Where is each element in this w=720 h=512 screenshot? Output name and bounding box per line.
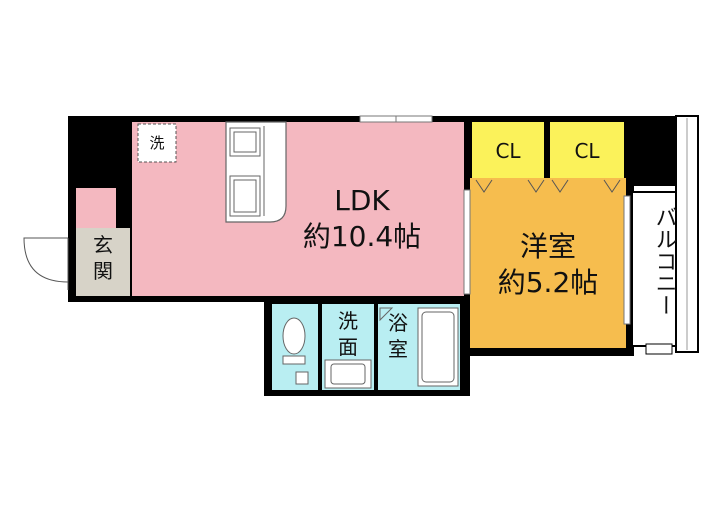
closet-left	[472, 122, 544, 178]
closet-left-label: CL	[495, 139, 521, 163]
washroom: 洗面	[322, 304, 374, 390]
label-char: 関	[93, 259, 113, 283]
closet-doors	[475, 179, 621, 193]
label-char: 洗	[338, 309, 358, 333]
toilet-room	[272, 304, 318, 390]
kitchen-sink-basin	[233, 131, 257, 153]
ldk-size: 約10.4帖	[303, 220, 421, 253]
laundry-box	[137, 123, 177, 163]
balcony-label: バルコニー	[652, 206, 677, 316]
western-name: 洋室	[520, 230, 576, 263]
ldk-room	[76, 115, 464, 296]
balcony-drain	[645, 343, 673, 355]
ldk-floor	[132, 122, 464, 296]
entrance-label-line: 玄関	[93, 233, 113, 283]
western-floor	[470, 178, 626, 348]
kitchen-counter	[225, 121, 287, 223]
hall-floor	[76, 188, 116, 228]
western-left-window	[463, 189, 471, 295]
bathroom: 浴室	[378, 304, 460, 390]
laundry-label: 洗	[149, 134, 164, 152]
entrance-area: 玄関	[23, 228, 130, 296]
wash-basin-bowl	[330, 363, 366, 385]
western-side-window	[623, 195, 631, 325]
bathroom-door-icon	[379, 307, 394, 322]
toilet-paper	[295, 371, 309, 385]
label-char: 浴	[388, 311, 408, 335]
closet-right-label: CL	[574, 139, 600, 163]
kitchen-stove-top	[233, 179, 257, 213]
entrance-floor	[76, 228, 130, 296]
toilet-tank	[282, 355, 306, 365]
bathtub-inner	[421, 311, 455, 383]
western-room: 洋室 約5.2帖	[463, 178, 631, 348]
bathroom-label: 浴室	[388, 311, 408, 361]
label-char: 面	[338, 335, 358, 359]
closet-right	[550, 122, 624, 178]
western-size: 約5.2帖	[498, 266, 599, 299]
toilet-bowl	[282, 317, 306, 355]
balcony: バルコニー	[631, 115, 699, 355]
entrance-door-swing	[23, 237, 69, 283]
label-char: 玄	[93, 233, 113, 257]
washroom-label: 洗面	[338, 309, 358, 359]
closets: CL CL	[472, 122, 624, 193]
ldk-name: LDK	[334, 184, 390, 217]
label-char: 室	[388, 337, 408, 361]
laundry-area: 洗	[137, 123, 177, 163]
